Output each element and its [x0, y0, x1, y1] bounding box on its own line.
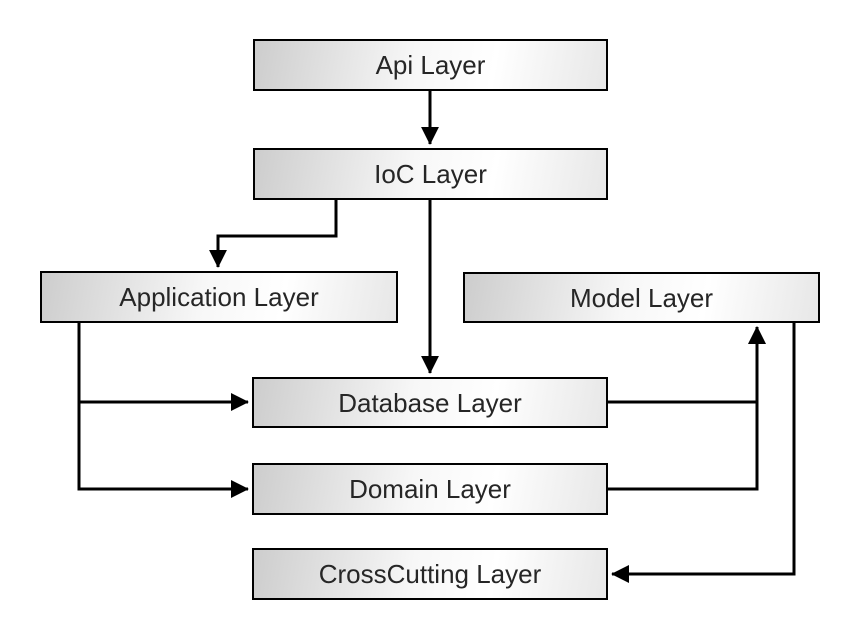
- node-database-layer-label: Database Layer: [338, 387, 522, 418]
- edge-application-to-database: [77, 323, 249, 411]
- edge-ioc-to-application: [209, 200, 338, 268]
- node-application-layer: Application Layer: [40, 271, 398, 323]
- node-crosscutting-layer: CrossCutting Layer: [252, 548, 608, 600]
- node-ioc-layer-label: IoC Layer: [374, 159, 487, 189]
- node-application-layer-label: Application Layer: [119, 282, 319, 312]
- node-model-layer: Model Layer: [463, 272, 820, 323]
- edge-domain-to-model: [608, 326, 766, 491]
- node-domain-layer-label: Domain Layer: [349, 474, 511, 504]
- edge-application-to-domain: [77, 323, 249, 498]
- node-ioc-layer: IoC Layer: [253, 148, 608, 200]
- node-model-layer-label: Model Layer: [569, 282, 714, 313]
- node-crosscutting-layer-label: CrossCutting Layer: [318, 559, 542, 589]
- node-api-layer-label: Api Layer: [375, 50, 486, 80]
- edge-database-to-model: [608, 326, 766, 404]
- node-database-layer: Database Layer: [252, 377, 608, 428]
- node-domain-layer: Domain Layer: [252, 463, 608, 515]
- node-api-layer: Api Layer: [253, 39, 608, 91]
- edge-model-to-crosscutting: [611, 323, 796, 583]
